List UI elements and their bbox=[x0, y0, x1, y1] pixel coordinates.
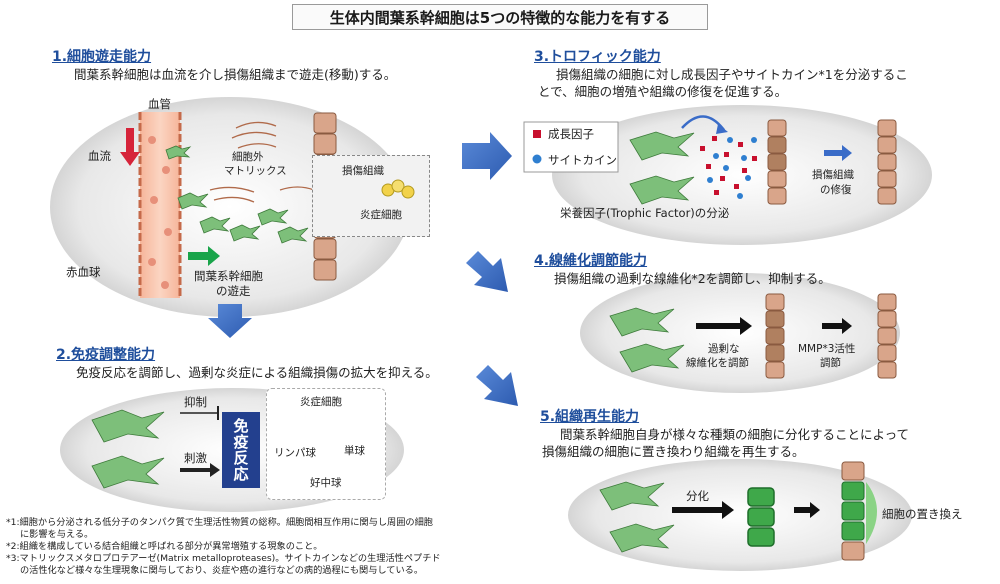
bloodflow-arrow bbox=[120, 128, 140, 166]
s5-desc-1: 間葉系幹細胞自身が様々な種類の細胞に分化することによって bbox=[560, 427, 910, 442]
s5-title: 5.組織再生能力 bbox=[540, 409, 640, 425]
tissue-column-s5 bbox=[841, 461, 865, 561]
label-monocyte: 単球 bbox=[344, 445, 365, 457]
footnote-3: *3:マトリックスメタロプロテアーゼ(Matrix metalloproteas… bbox=[6, 553, 441, 564]
s4-arrow-1 bbox=[696, 317, 752, 335]
label-mmp-2: 調節 bbox=[820, 357, 841, 369]
label-suppress: 抑制 bbox=[184, 395, 207, 409]
inflammatory-cells-icon bbox=[381, 179, 415, 199]
s2-title: 2.免疫調整能力 bbox=[56, 347, 156, 363]
arrow-s1-to-s5 bbox=[476, 365, 518, 406]
label-repair-2: の修復 bbox=[820, 184, 852, 196]
footnote-3-cont: の活性化など様々な生理現象に関与しており、炎症や癌の進行などの病的過程にも関与し… bbox=[20, 565, 424, 576]
growth-factor-dots bbox=[700, 136, 757, 195]
s3-desc-1: 損傷組織の細胞に対し成長因子やサイトカイン*1を分泌するこ bbox=[556, 67, 908, 82]
label-inflam-cells: 炎症細胞 bbox=[360, 209, 402, 221]
stimulate-arrow bbox=[180, 463, 220, 477]
label-stimulate: 刺激 bbox=[184, 451, 207, 465]
arrow-s1-to-s4 bbox=[466, 251, 508, 292]
s5-arrow-2 bbox=[794, 502, 820, 518]
s4-title: 4.線維化調節能力 bbox=[534, 253, 648, 269]
label-rbc: 赤血球 bbox=[66, 265, 101, 279]
s5-arrow-1 bbox=[672, 501, 734, 519]
label-repair-1: 損傷組織 bbox=[812, 169, 854, 181]
label-msc-2: の遊走 bbox=[216, 284, 251, 298]
arrow-s1-to-s2 bbox=[208, 304, 252, 338]
immune-reaction-box: 免疫反応 bbox=[222, 412, 260, 488]
msc-cells-s2 bbox=[91, 409, 165, 489]
s4-desc: 損傷組織の過剰な線維化*2を調節し、抑制する。 bbox=[554, 271, 831, 286]
inflammatory-cells-panel bbox=[266, 388, 386, 500]
s4-arrow-2 bbox=[822, 318, 852, 334]
label-differentiation: 分化 bbox=[686, 489, 709, 503]
tissue-column-s4-left bbox=[765, 293, 785, 379]
s3-repair-arrow bbox=[824, 145, 852, 161]
label-injured-tissue: 損傷組織 bbox=[342, 165, 384, 177]
s1-desc: 間葉系幹細胞は血流を介し損傷組織まで遊走(移動)する。 bbox=[74, 67, 397, 82]
label-trophic: 栄養因子(Trophic Factor)の分泌 bbox=[560, 206, 730, 220]
page-title: 生体内間葉系幹細胞は5つの特徴的な能力を有する bbox=[292, 4, 708, 30]
ecm-fibers bbox=[209, 121, 315, 203]
msc-cells-s5 bbox=[599, 481, 675, 553]
s1-title: 1.細胞遊走能力 bbox=[52, 49, 152, 65]
tissue-column-s4-right bbox=[877, 293, 897, 379]
label-fibrosis-2: 線維化を調節 bbox=[686, 357, 749, 369]
differentiated-cells bbox=[747, 487, 775, 547]
label-vessel: 血管 bbox=[148, 97, 171, 111]
msc-cells-migrating bbox=[165, 145, 309, 244]
msc-cells-s3 bbox=[629, 131, 695, 205]
label-neutrophil: 好中球 bbox=[310, 477, 342, 489]
blood-vessel-graphic bbox=[138, 112, 182, 298]
msc-cells-s4 bbox=[609, 307, 685, 373]
s2-desc: 免疫反応を調節し、過剰な炎症による組織損傷の拡大を抑える。 bbox=[76, 365, 438, 380]
footnote-1-cont: に影響を与える。 bbox=[20, 529, 94, 540]
label-msc-1: 間葉系幹細胞 bbox=[194, 269, 263, 283]
label-replacement: 細胞の置き換え bbox=[882, 507, 963, 521]
label-ecm-2: マトリックス bbox=[224, 165, 287, 177]
s5-desc-2: 損傷組織の細胞に置き換わり組織を再生する。 bbox=[542, 444, 805, 459]
label-ecm-1: 細胞外 bbox=[232, 151, 264, 163]
s3-desc-2: とで、細胞の増殖や組織の修復を促進する。 bbox=[538, 84, 788, 99]
label-inflam-cells-s2: 炎症細胞 bbox=[300, 396, 342, 408]
label-lymphocyte: リンパ球 bbox=[274, 447, 316, 459]
tissue-column-s3-left bbox=[767, 119, 787, 205]
footnote-2: *2:組織を構成している結合組織と呼ばれる部分が異常増殖する現象のこと。 bbox=[6, 541, 323, 552]
legend-cytokine: サイトカイン bbox=[548, 153, 617, 167]
arrow-s1-to-s3 bbox=[462, 132, 512, 180]
label-mmp-1: MMP*3活性 bbox=[798, 343, 856, 355]
cytokine-dots bbox=[707, 137, 757, 199]
label-fibrosis-1: 過剰な bbox=[708, 343, 740, 355]
footnote-1: *1:細胞から分泌される低分子のタンパク質で生理活性物質の総称。細胞間相互作用に… bbox=[6, 517, 433, 528]
migration-arrow bbox=[188, 246, 220, 266]
legend-growth-factor: 成長因子 bbox=[548, 127, 594, 141]
replace-glow bbox=[866, 482, 877, 544]
s3-title: 3.トロフィック能力 bbox=[534, 49, 661, 65]
tissue-column-s3-right bbox=[877, 119, 897, 205]
label-bloodflow: 血流 bbox=[88, 149, 111, 163]
footnotes: *1:細胞から分泌される低分子のタンパク質で生理活性物質の総称。細胞間相互作用に… bbox=[6, 517, 441, 577]
